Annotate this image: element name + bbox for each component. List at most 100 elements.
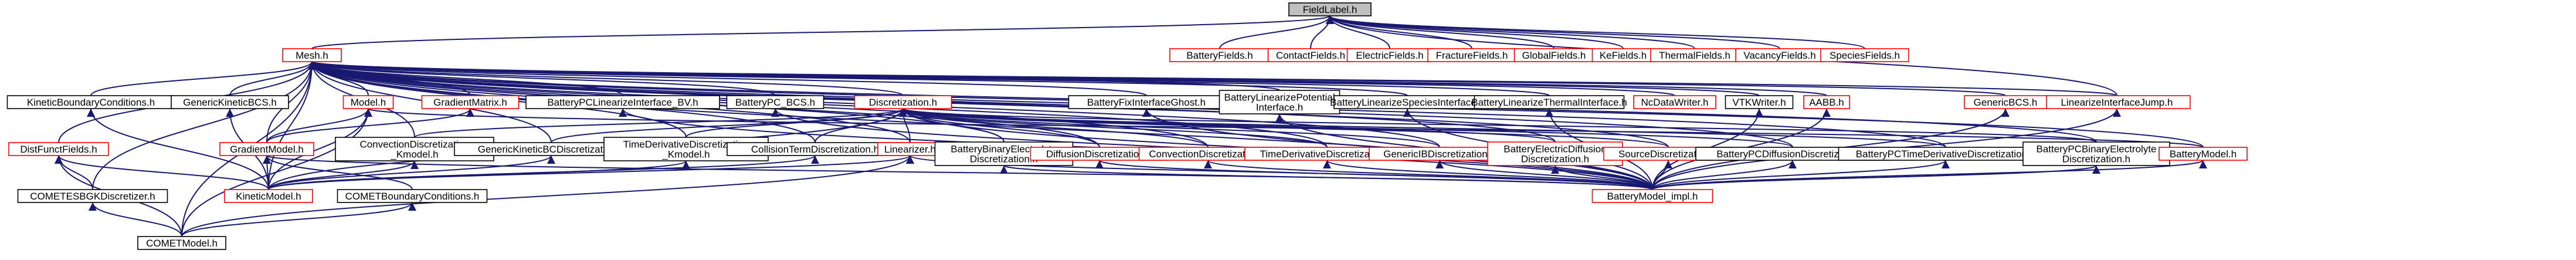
node-vtkwriter[interactable]: VTKWriter.h: [1725, 95, 1794, 109]
edge-cometmodel-to-cometesbgkdiscretizer: [89, 202, 182, 237]
node-box: [2022, 141, 2170, 166]
node-label: GenericIBDiscretization.h: [1383, 148, 1496, 160]
node-model[interactable]: Model.h: [342, 95, 394, 109]
node-generic-kinetic-bcdiscretization[interactable]: GenericKineticBCDiscretization.h: [454, 142, 649, 156]
node-label: Discretization.h: [1521, 154, 1589, 165]
node-battery-linearize-thermal-interface[interactable]: BatteryLinearizeThermalInterface.h: [1471, 95, 1627, 109]
node-species-fields[interactable]: SpeciesFields.h: [1820, 48, 1909, 62]
node-box: [1820, 48, 1909, 62]
node-battery-pcbinary-electrolyte-discretization[interactable]: BatteryPCBinaryElectrolyteDiscretization…: [2022, 141, 2170, 166]
node-label: TimeDerivativeDiscretization.h: [1260, 148, 1394, 160]
edge-cometboundary-conditions-to-gradient-model: [263, 155, 413, 190]
edge-battery-model-impl-to-battery-model: [1652, 160, 2207, 190]
edge-time-derivative-discretization-to-discretization: [899, 108, 1328, 148]
node-battery-fields[interactable]: BatteryFields.h: [1169, 48, 1270, 62]
node-label: SourceDiscretization.h: [1618, 148, 1718, 160]
node-ke-fields[interactable]: KeFields.h: [1591, 48, 1655, 62]
edge-global-fields-to-field-label: [1326, 15, 1555, 49]
node-label: ContactFields.h: [1276, 50, 1345, 61]
node-aabb[interactable]: AABB.h: [1803, 95, 1850, 109]
node-global-fields[interactable]: GlobalFields.h: [1513, 48, 1594, 62]
node-linearizer[interactable]: Linearizer.h: [877, 142, 943, 156]
node-convection-discretization[interactable]: ConvectionDiscretization.h: [1138, 147, 1278, 161]
edge-battery-model-impl-to-battery-pcdiffusion-discretization: [1652, 160, 1797, 190]
node-cometesbgkdiscretizer[interactable]: COMETESBGKDiscretizer.h: [17, 189, 168, 203]
node-field-label: FieldLabel.h: [1288, 2, 1372, 16]
node-label: ElectricFields.h: [1356, 50, 1423, 61]
node-label: _Kmodel.h: [390, 149, 438, 160]
node-label: BatteryFixInterfaceGhost.h: [1087, 97, 1206, 108]
node-label: ThermalFields.h: [1659, 50, 1730, 61]
edge-battery-model-impl-to-battery-pctime-derivative-discretization: [1652, 160, 1950, 190]
node-label: BatteryPCDiffusionDiscretization.h: [1716, 148, 1869, 160]
node-label: BatteryPCLinearizeInterface_BV.h: [547, 97, 698, 108]
node-box: [525, 95, 720, 109]
node-label: BatteryModel_impl.h: [1607, 191, 1698, 202]
node-cometboundary-conditions[interactable]: COMETBoundaryConditions.h: [337, 189, 488, 203]
node-battery-pc-bcs[interactable]: BatteryPC_BCS.h: [726, 95, 824, 109]
node-electric-fields[interactable]: ElectricFields.h: [1346, 48, 1433, 62]
node-discretization[interactable]: Discretization.h: [854, 95, 952, 109]
node-battery-pctime-derivative-discretization[interactable]: BatteryPCTimeDerivativeDiscretization.h: [1838, 147, 2054, 161]
node-generic-ibdiscretization[interactable]: GenericIBDiscretization.h: [1369, 147, 1511, 161]
node-battery-linearize-species-interface[interactable]: BatteryLinearizeSpeciesInterface.h: [1330, 95, 1485, 109]
node-label: BatteryPCBinaryElectrolyte: [2036, 144, 2156, 155]
node-mesh[interactable]: Mesh.h: [282, 48, 342, 62]
node-kinetic-model[interactable]: KineticModel.h: [224, 189, 313, 203]
node-battery-pclinearize-interface-bv[interactable]: BatteryPCLinearizeInterface_BV.h: [525, 95, 720, 109]
node-box: [224, 189, 313, 203]
edge-kinetic-model-to-mesh: [268, 61, 316, 190]
node-label: BatteryPC_BCS.h: [735, 97, 815, 108]
node-label: BatteryElectricDiffusion: [1503, 144, 1606, 155]
node-battery-model[interactable]: BatteryModel.h: [2158, 147, 2248, 161]
node-box: [219, 142, 314, 156]
edge-ke-fields-to-field-label: [1326, 15, 1624, 49]
node-label: VTKWriter.h: [1732, 97, 1786, 108]
node-generic-bcs[interactable]: GenericBCS.h: [1964, 95, 2047, 109]
node-contact-fields[interactable]: ContactFields.h: [1267, 48, 1354, 62]
node-nc-data-writer[interactable]: NcDataWriter.h: [1633, 95, 1716, 109]
node-battery-fix-interface-ghost[interactable]: BatteryFixInterfaceGhost.h: [1068, 95, 1225, 109]
node-label: Discretization.h: [970, 154, 1038, 165]
node-label: GradientModel.h: [230, 144, 304, 155]
node-label: AABB.h: [1809, 97, 1844, 108]
node-gradient-matrix[interactable]: GradientMatrix.h: [421, 95, 520, 109]
edge-battery-model-impl-to-generic-ibdiscretization: [1435, 160, 1653, 190]
node-box: [282, 48, 342, 62]
node-label: Model.h: [351, 97, 386, 108]
edge-thermal-fields-to-field-label: [1326, 15, 1695, 49]
node-linearize-interface-jump[interactable]: LinearizeInterfaceJump.h: [2043, 95, 2191, 109]
edge-battery-fields-to-field-label: [1219, 15, 1334, 49]
node-time-derivative-discretization[interactable]: TimeDerivativeDiscretization.h: [1244, 147, 1410, 161]
node-label: BatteryLinearizePotential: [1224, 92, 1335, 103]
node-fracture-fields[interactable]: FractureFields.h: [1427, 48, 1516, 62]
node-generic-kinetic-bcs[interactable]: GenericKineticBCS.h: [171, 95, 289, 109]
node-label: _Kmodel.h: [661, 149, 710, 160]
node-label: GlobalFields.h: [1522, 50, 1586, 61]
node-dist-funct-fields[interactable]: DistFunctFields.h: [8, 142, 109, 156]
node-cometmodel[interactable]: COMETModel.h: [137, 236, 226, 250]
node-diffusion-discretization[interactable]: DiffusionDiscretization.h: [1030, 147, 1169, 161]
edge-cometmodel-to-linearizer: [181, 155, 914, 237]
edge-linearize-interface-jump-to-mesh: [308, 61, 2117, 96]
edge-kinetic-model-to-linearizer: [268, 155, 914, 190]
node-box: [1633, 95, 1716, 109]
node-kinetic-boundary-conditions[interactable]: KineticBoundaryConditions.h: [6, 95, 175, 109]
edge-kinetic-model-to-dist-funct-fields: [55, 155, 269, 190]
node-label: Mesh.h: [296, 50, 328, 61]
node-label: TimeDerivativeDiscretization: [623, 139, 749, 150]
node-box: [1474, 95, 1625, 109]
node-box: [17, 189, 168, 203]
node-collision-term-discretization[interactable]: CollisionTermDiscretization.h: [727, 142, 904, 156]
node-box: [1591, 189, 1713, 203]
edge-kinetic-model-to-convection-discretization-kmodel: [268, 160, 419, 190]
node-battery-model-impl[interactable]: BatteryModel_impl.h: [1591, 189, 1713, 203]
node-vacancy-fields[interactable]: VacancyFields.h: [1735, 48, 1824, 62]
node-label: GradientMatrix.h: [433, 97, 507, 108]
node-gradient-model[interactable]: GradientModel.h: [219, 142, 314, 156]
node-thermal-fields[interactable]: ThermalFields.h: [1650, 48, 1739, 62]
edge-battery-pctime-derivative-discretization-to-discretization: [899, 108, 1946, 148]
